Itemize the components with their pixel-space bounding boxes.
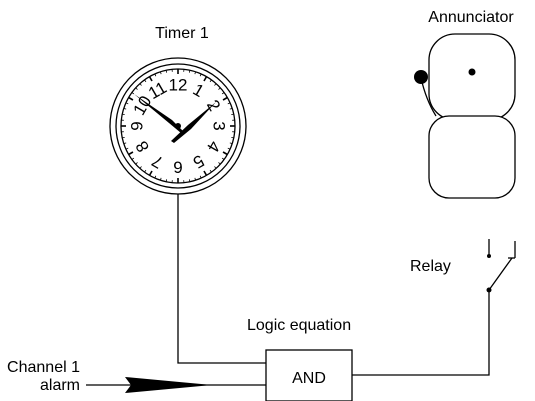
clock-tick: [221, 92, 225, 95]
clock-tick: [218, 87, 221, 90]
clock-tick: [203, 76, 208, 82]
clock-numeral: 12: [169, 76, 188, 95]
clock-tick: [122, 136, 125, 139]
clock-tick: [123, 142, 127, 144]
bell-icon: [414, 33, 516, 199]
channel-label-line2: alarm: [40, 377, 80, 394]
clock-tick: [165, 179, 168, 182]
clock-tick: [154, 73, 157, 77]
clock-numeral: 9: [128, 121, 147, 130]
clock-tick: [154, 175, 157, 179]
and-gate-box: [265, 349, 353, 401]
timer-label: Timer 1: [155, 25, 209, 42]
hour-hand: [134, 94, 184, 133]
clock-tick: [199, 175, 202, 179]
clock-tick: [227, 102, 231, 105]
clock-tick: [218, 162, 221, 165]
clock-tick: [144, 169, 147, 173]
clock-tick: [123, 108, 127, 110]
and-gate-label: AND: [292, 370, 326, 387]
relay-label: Relay: [410, 258, 451, 275]
clock-tick: [214, 166, 217, 169]
clock-tick: [203, 170, 208, 176]
clock-tick: [199, 73, 202, 77]
clock-tick: [122, 113, 125, 116]
clock-tick: [231, 113, 234, 116]
input-arrow-icon: [125, 377, 212, 393]
clock-numeral: 6: [173, 158, 182, 177]
clock-numeral: 3: [210, 121, 229, 130]
clock-tick: [139, 166, 142, 169]
clock-tick: [160, 177, 162, 181]
timer-wire: [177, 194, 266, 364]
clock-tick: [229, 108, 233, 110]
clock-tick: [125, 147, 129, 150]
clock-tick: [188, 70, 191, 73]
annunciator-label: Annunciator: [428, 9, 514, 26]
clock-tick: [222, 151, 228, 156]
clock-tick: [165, 70, 168, 73]
channel-label-line1: Channel 1: [7, 359, 80, 376]
clock-tick: [209, 169, 212, 173]
clock-tick: [144, 79, 147, 83]
clock-tick: [221, 157, 225, 160]
clock-tick: [148, 170, 153, 176]
clock-tick: [135, 87, 138, 90]
logic-equation-label: Logic equation: [247, 317, 351, 334]
clock-tick: [209, 79, 212, 83]
relay-wire: [352, 290, 490, 376]
clock-tick: [128, 96, 134, 101]
clock-tick: [160, 71, 162, 75]
clock-tick: [128, 151, 134, 156]
clock-tick: [194, 177, 196, 181]
clock-tick: [139, 83, 142, 86]
relay-switch-icon: [486, 239, 516, 293]
clock-tick: [231, 136, 234, 139]
clock-tick: [194, 71, 196, 75]
clock-tick: [148, 76, 153, 82]
clock-tick: [131, 157, 135, 160]
clock-tick: [222, 96, 228, 101]
clock-tick: [227, 147, 231, 150]
clock-tick: [131, 92, 135, 95]
clock-tick: [125, 102, 129, 105]
clock-ticks: [121, 69, 235, 183]
clock-tick: [214, 83, 217, 86]
clock-tick: [229, 142, 233, 144]
minute-hand: [171, 102, 216, 143]
clock-tick: [135, 162, 138, 165]
clock-tick: [188, 179, 191, 182]
